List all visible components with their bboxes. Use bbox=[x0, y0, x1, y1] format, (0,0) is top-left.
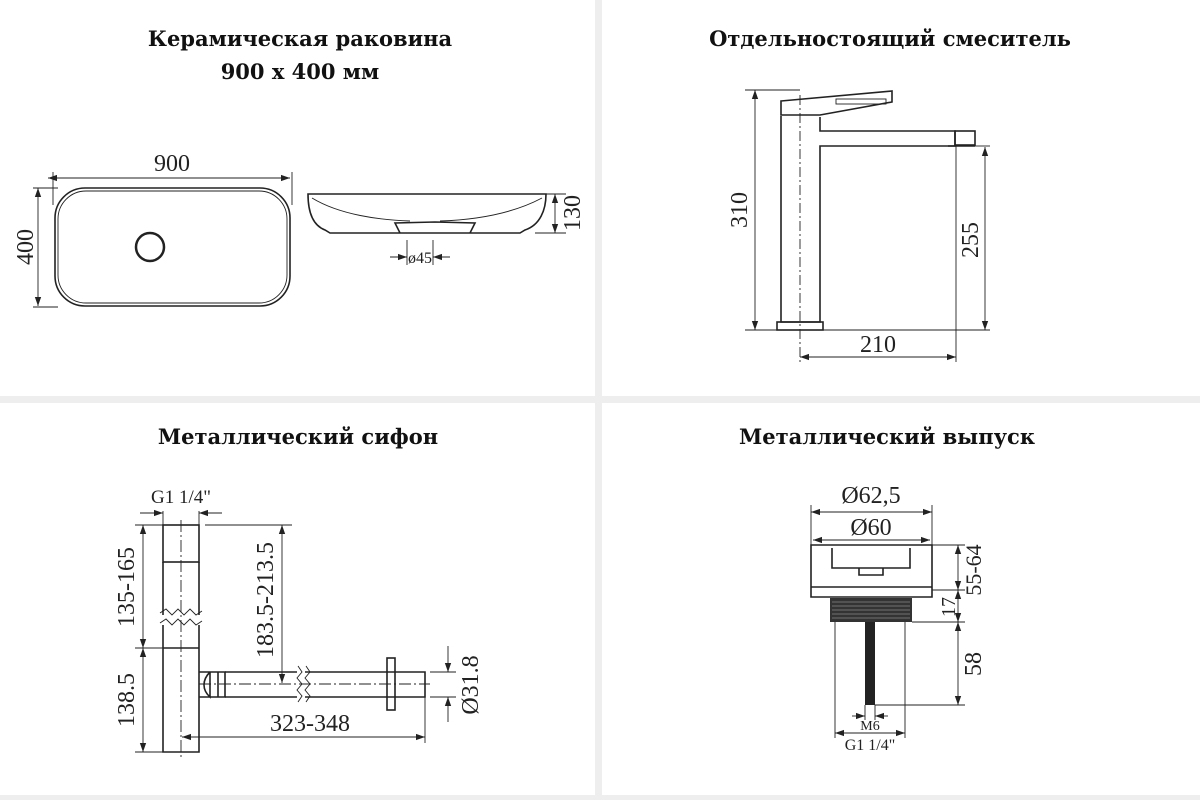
sink-drain-dim: ø45 bbox=[408, 250, 432, 267]
faucet-drawing: Отдельностоящий смеситель 310 255 210 bbox=[709, 26, 1071, 362]
siphon-lower-dim: 138.5 bbox=[114, 673, 140, 727]
siphon-connector bbox=[199, 671, 226, 699]
drain-thread-dim: G1 1/4" bbox=[845, 737, 896, 754]
siphon-title: Металлический сифон bbox=[158, 424, 438, 449]
sink-top-view bbox=[54, 187, 291, 307]
sink-depth-dim: 400 bbox=[13, 229, 39, 265]
faucet-handle bbox=[780, 90, 893, 116]
siphon-pipe-diameter-dim: Ø31.8 bbox=[458, 655, 484, 714]
drain-range-dim: 55-64 bbox=[961, 544, 986, 595]
sink-title-line1: Керамическая раковина bbox=[148, 26, 453, 51]
drain-rod-thread-dim: M6 bbox=[860, 719, 879, 734]
sink-side-view bbox=[307, 193, 547, 234]
drain-outer-dim: Ø62,5 bbox=[841, 483, 900, 509]
sink-drawing: Керамическая раковина 900 x 400 мм 900 4… bbox=[13, 26, 586, 308]
siphon-outlet-height-dim: 183.5-213.5 bbox=[253, 542, 279, 658]
siphon-drawing: Металлический сифон G1 1/4" 135-165 138.… bbox=[114, 424, 484, 757]
siphon-upper-dim: 135-165 bbox=[114, 547, 140, 627]
drain-hole bbox=[134, 231, 166, 263]
drain-rod bbox=[865, 622, 875, 705]
faucet-body bbox=[780, 116, 956, 323]
faucet-title: Отдельностоящий смеситель bbox=[709, 26, 1071, 51]
drain-inner-dim: Ø60 bbox=[850, 515, 891, 541]
siphon-length-dim: 323-348 bbox=[270, 711, 350, 737]
drain-drawing: Металлический выпуск Ø62,5 Ø60 55-64 17 … bbox=[739, 424, 1035, 754]
siphon-thread-dim: G1 1/4" bbox=[151, 487, 211, 508]
faucet-spout-height-dim: 255 bbox=[958, 222, 984, 258]
drain-rod-dim: 58 bbox=[961, 652, 987, 676]
faucet-reach-dim: 210 bbox=[860, 332, 896, 358]
drain-flange bbox=[810, 544, 933, 598]
drain-basket bbox=[831, 548, 911, 576]
sink-title-line2: 900 x 400 мм bbox=[221, 59, 380, 84]
faucet-height-dim: 310 bbox=[727, 192, 753, 228]
drain-title: Металлический выпуск bbox=[739, 424, 1035, 449]
panel-sink bbox=[0, 0, 595, 396]
drain-thread-height-dim: 17 bbox=[938, 597, 960, 617]
panel-siphon bbox=[0, 403, 595, 795]
sink-width-dim: 900 bbox=[154, 151, 190, 177]
sink-height-dim: 130 bbox=[560, 195, 586, 231]
